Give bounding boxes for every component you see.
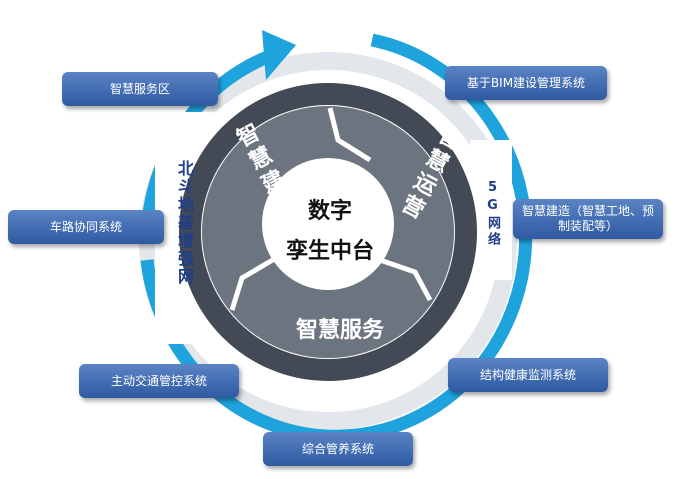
sector-service-label: 智慧服务 (295, 318, 384, 343)
center-circle (262, 158, 394, 290)
box-maintenance: 综合管养系统 (263, 432, 413, 466)
center-title-line1: 数字 (307, 199, 352, 224)
right-ring-label: 5G网络 (485, 180, 500, 248)
right-label-backdrop (470, 140, 512, 280)
box-smart-service-area: 智慧服务区 (62, 72, 218, 106)
box-vehicle-road: 车路协同系统 (8, 210, 164, 244)
divider-left (229, 255, 278, 311)
box-structural-health: 结构健康监测系统 (448, 358, 608, 392)
left-ring-label: 北斗地基增强网 (175, 160, 194, 286)
divider-top (327, 107, 372, 163)
dark-ring (179, 83, 477, 381)
divider-right (379, 257, 433, 302)
box-bim-system: 基于BIM建设管理系统 (445, 66, 607, 100)
center-title-line2: 孪生中台 (285, 239, 374, 264)
box-smart-construction: 智慧建造（智慧工地、预制装配等） (513, 199, 663, 239)
box-active-traffic: 主动交通管控系统 (79, 364, 239, 398)
outer-arrow-head-left (262, 30, 296, 80)
